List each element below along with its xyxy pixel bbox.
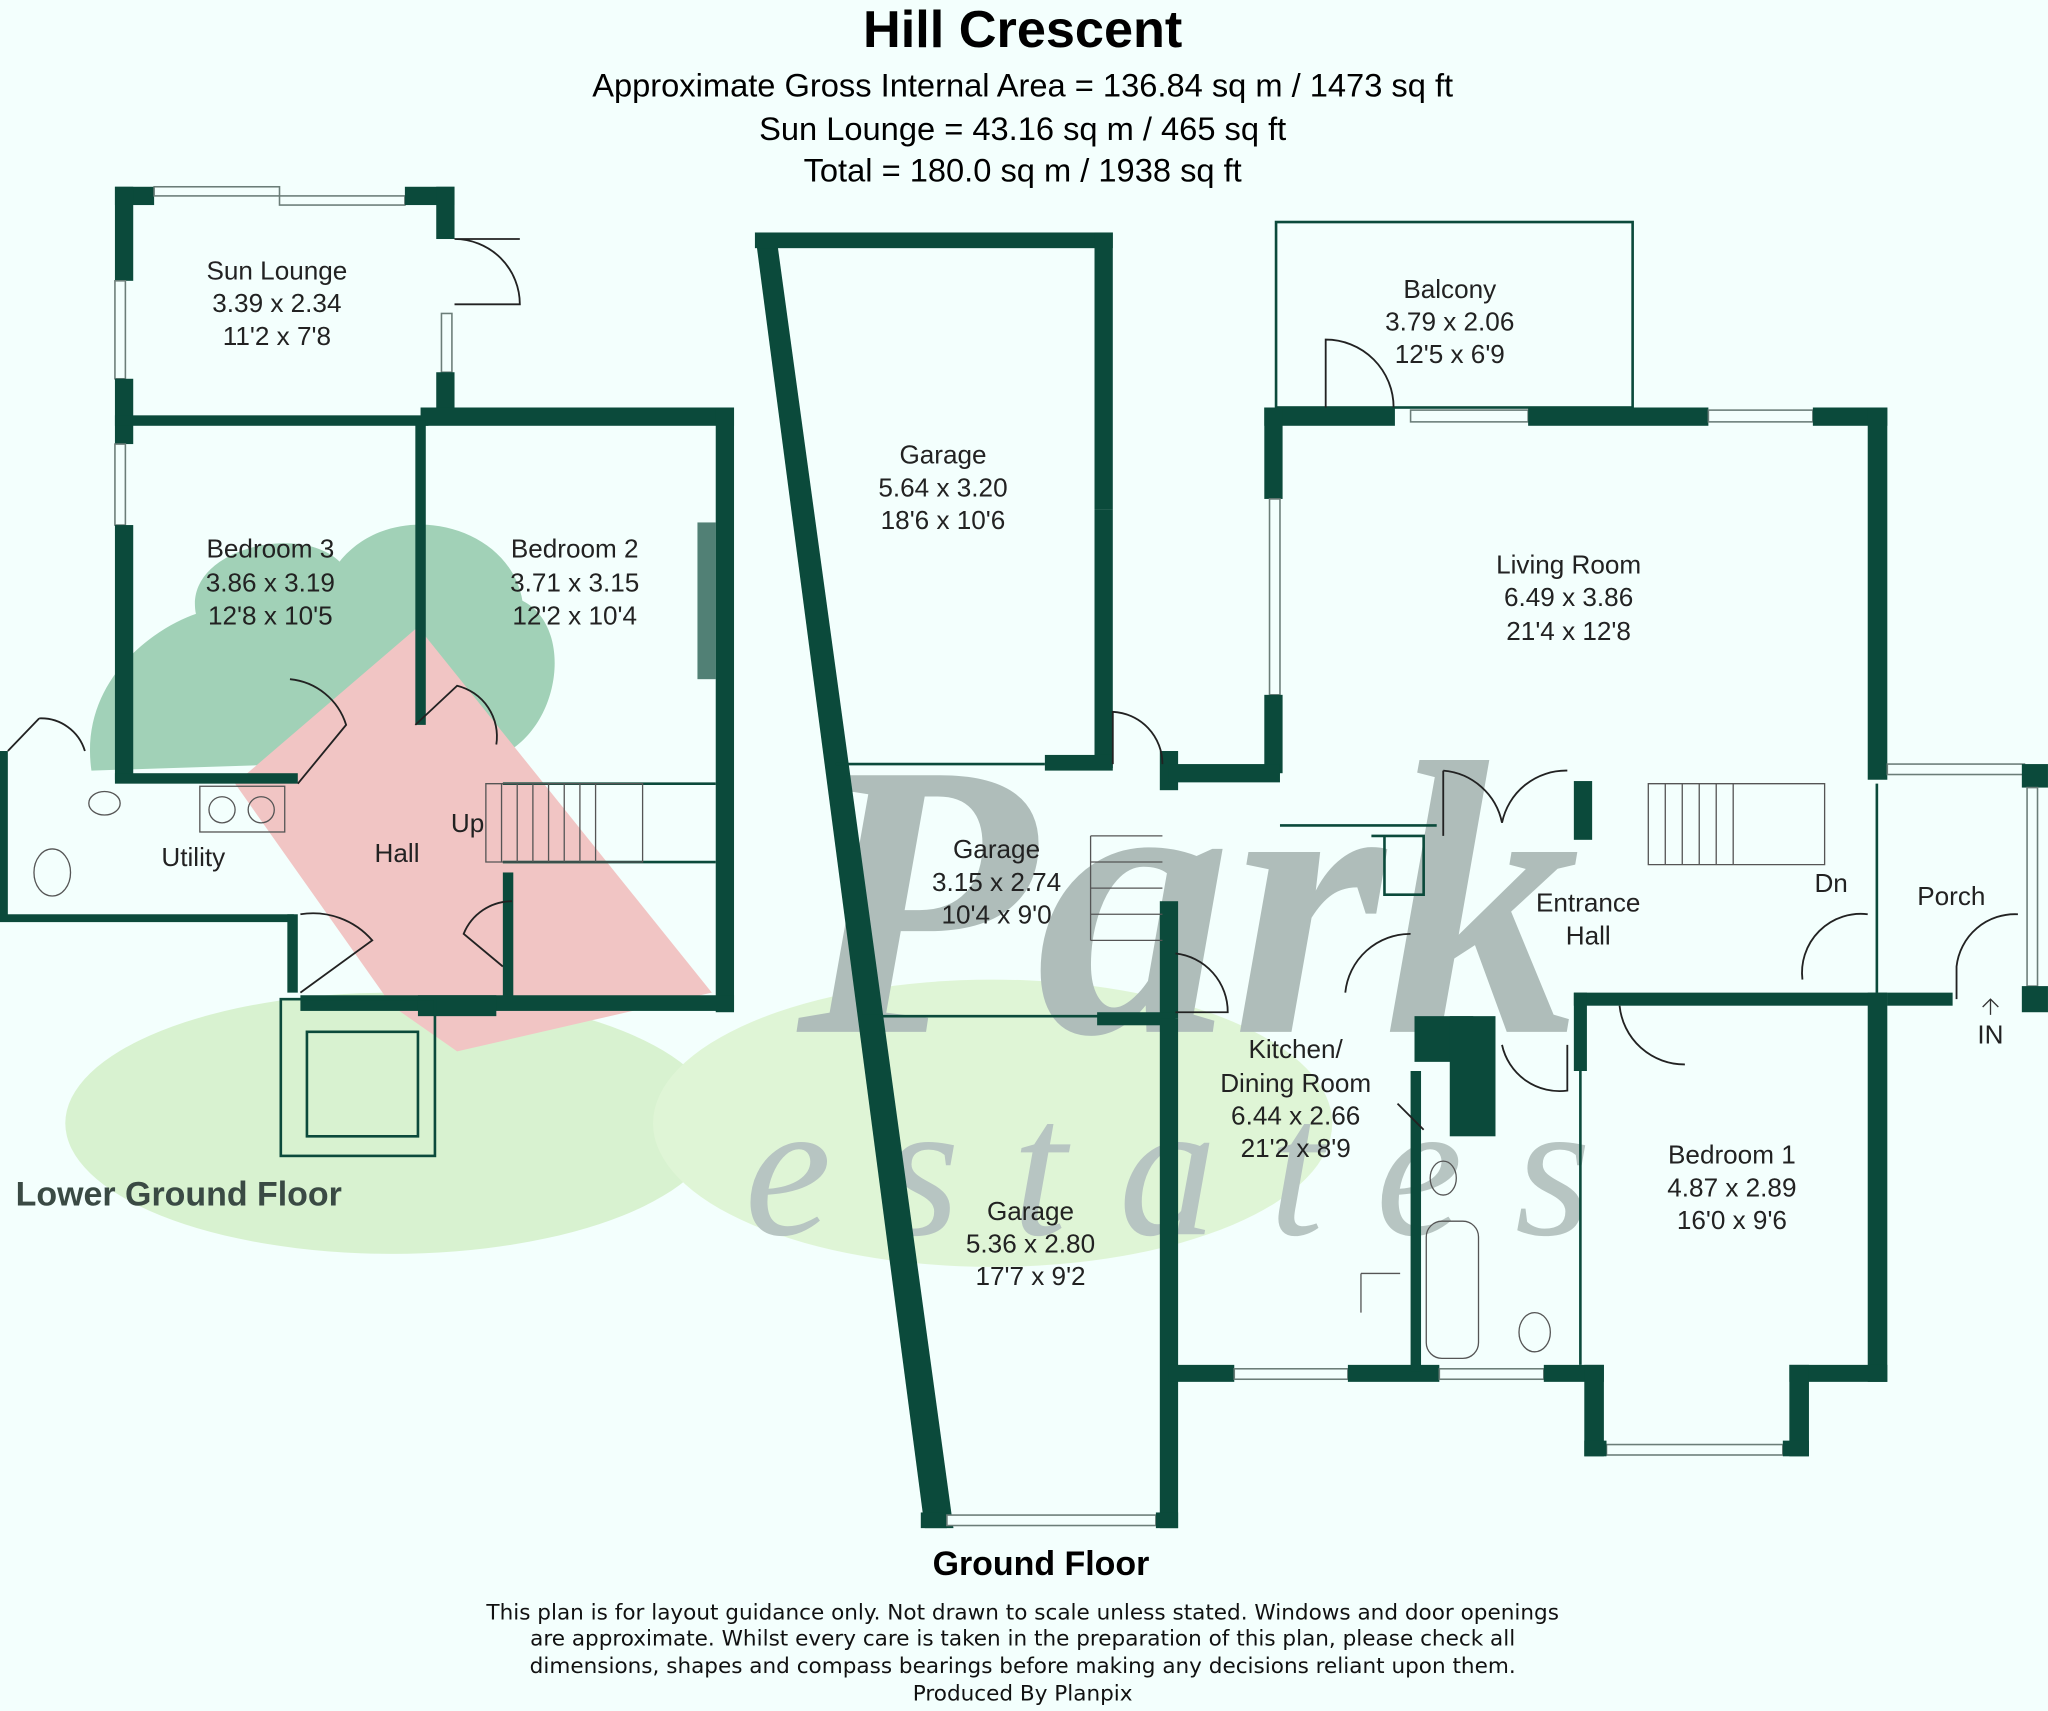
svg-text:Bedroom 2: Bedroom 2 bbox=[511, 534, 639, 564]
svg-text:3.15 x 2.74: 3.15 x 2.74 bbox=[932, 867, 1061, 897]
svg-text:Dining Room: Dining Room bbox=[1220, 1068, 1371, 1098]
producer-credit: Produced By Planpix bbox=[913, 1682, 1133, 1707]
svg-text:12'8 x 10'5: 12'8 x 10'5 bbox=[208, 600, 333, 630]
total-area: Total = 180.0 sq m / 1938 sq ft bbox=[804, 152, 1242, 189]
svg-text:Garage: Garage bbox=[987, 1196, 1074, 1226]
ground-walls bbox=[754, 220, 2048, 1529]
sun-lounge-area: Sun Lounge = 43.16 sq m / 465 sq ft bbox=[759, 110, 1286, 147]
svg-text:This plan is for layout guidan: This plan is for layout guidance only. N… bbox=[485, 1601, 1559, 1626]
svg-text:Sun Lounge: Sun Lounge bbox=[206, 256, 347, 286]
gross-area: Approximate Gross Internal Area = 136.84… bbox=[592, 67, 1453, 104]
stairs-up-label: Up bbox=[451, 808, 484, 838]
svg-text:3.79 x 2.06: 3.79 x 2.06 bbox=[1385, 306, 1514, 336]
svg-text:10'4 x 9'0: 10'4 x 9'0 bbox=[941, 899, 1051, 929]
svg-text:Kitchen/: Kitchen/ bbox=[1248, 1034, 1343, 1064]
room-porch: Porch bbox=[1917, 881, 1985, 911]
svg-text:6.44 x 2.66: 6.44 x 2.66 bbox=[1231, 1101, 1360, 1131]
svg-text:Garage: Garage bbox=[953, 834, 1040, 864]
svg-text:Entrance: Entrance bbox=[1536, 888, 1641, 918]
stairs-down-label: Dn bbox=[1814, 868, 1847, 898]
svg-text:5.64 x 3.20: 5.64 x 3.20 bbox=[878, 472, 1007, 502]
svg-text:are approximate. Whilst every: are approximate. Whilst every care is ta… bbox=[530, 1627, 1515, 1652]
room-utility: Utility bbox=[161, 842, 225, 872]
svg-text:6.49 x 3.86: 6.49 x 3.86 bbox=[1504, 582, 1633, 612]
svg-text:12'5 x 6'9: 12'5 x 6'9 bbox=[1395, 339, 1505, 369]
room-hall: Hall bbox=[375, 838, 420, 868]
svg-text:18'6 x 10'6: 18'6 x 10'6 bbox=[881, 505, 1006, 535]
svg-text:3.86 x 3.19: 3.86 x 3.19 bbox=[206, 568, 335, 598]
svg-text:Balcony: Balcony bbox=[1403, 274, 1496, 304]
svg-text:21'4 x 12'8: 21'4 x 12'8 bbox=[1506, 616, 1631, 646]
svg-text:16'0 x 9'6: 16'0 x 9'6 bbox=[1677, 1205, 1787, 1235]
lower-ground-walls bbox=[0, 185, 735, 1158]
entrance-in-label: IN bbox=[1977, 1020, 2003, 1050]
ground-floor-label: Ground Floor bbox=[933, 1545, 1150, 1583]
svg-text:Bedroom 3: Bedroom 3 bbox=[207, 534, 335, 564]
svg-text:11'2 x 7'8: 11'2 x 7'8 bbox=[223, 321, 331, 351]
svg-text:17'7 x 9'2: 17'7 x 9'2 bbox=[975, 1261, 1085, 1291]
svg-text:21'2 x 8'9: 21'2 x 8'9 bbox=[1241, 1133, 1351, 1163]
svg-text:12'2 x 10'4: 12'2 x 10'4 bbox=[512, 600, 637, 630]
svg-text:dimensions, shapes and compass: dimensions, shapes and compass bearings … bbox=[530, 1654, 1516, 1679]
svg-text:Garage: Garage bbox=[899, 440, 986, 470]
svg-text:3.71 x 3.15: 3.71 x 3.15 bbox=[510, 568, 639, 598]
svg-text:Living Room: Living Room bbox=[1496, 549, 1641, 579]
svg-text:4.87 x 2.89: 4.87 x 2.89 bbox=[1667, 1172, 1796, 1202]
svg-text:Bedroom 1: Bedroom 1 bbox=[1668, 1140, 1796, 1170]
plan-title: Hill Crescent bbox=[863, 1, 1182, 59]
lower-ground-floor-label: Lower Ground Floor bbox=[16, 1176, 342, 1214]
svg-text:Hall: Hall bbox=[1566, 920, 1611, 950]
svg-text:5.36 x 2.80: 5.36 x 2.80 bbox=[966, 1229, 1095, 1259]
svg-text:3.39 x 2.34: 3.39 x 2.34 bbox=[212, 288, 341, 318]
disclaimer: This plan is for layout guidance only. N… bbox=[485, 1601, 1559, 1707]
